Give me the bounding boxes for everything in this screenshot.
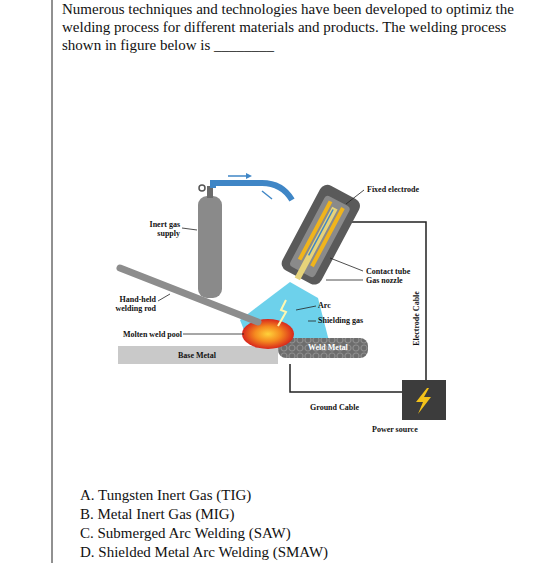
part-label: Power source: [372, 425, 418, 434]
leader-line: [182, 228, 197, 230]
gas-cylinder: [198, 196, 222, 298]
leader-line: [346, 190, 364, 204]
ground-cable: [290, 364, 402, 392]
answer-option: B. Metal Inert Gas (MIG): [80, 505, 235, 524]
part-label: Ground Cable: [310, 403, 359, 412]
part-label: Electrode Cable: [411, 291, 420, 346]
margin-line: [52, 0, 53, 563]
gas-flow: [309, 210, 333, 256]
part-label: Molten weld pool: [100, 330, 182, 339]
arc: [278, 300, 286, 326]
weld-bead: [278, 338, 368, 358]
molten-pool: [242, 319, 294, 349]
lightning-symbol: [416, 388, 431, 414]
part-label: Gas nozzle: [366, 276, 403, 285]
leader-line: [158, 294, 170, 301]
base-metal: [118, 346, 278, 364]
answer-option: C. Submerged Arc Welding (SAW): [80, 524, 291, 543]
leader-line: [326, 280, 363, 281]
electrode-cable: [352, 222, 426, 382]
question-text: Numerous techniques and technologies hav…: [62, 0, 530, 54]
leader-line: [296, 306, 316, 310]
answer-option: D. Shielded Metal Arc Welding (SMAW): [80, 543, 328, 562]
gas-hose: [213, 183, 292, 200]
part-label: Fixed electrode: [367, 185, 419, 194]
part-label: Base Metal: [178, 351, 216, 360]
leader-line: [308, 321, 316, 322]
flow-arrowhead: [246, 173, 252, 179]
answer-option: A. Tungsten Inert Gas (TIG): [80, 486, 251, 505]
electrode: [295, 207, 338, 280]
part-label: Contact tube: [366, 267, 410, 276]
torch-body: [279, 182, 363, 287]
part-label: Shielding gas: [318, 316, 363, 325]
valve-knob: [199, 185, 205, 191]
part-label: Inert gas supply: [132, 220, 180, 238]
part-label: Hand-held welding rod: [104, 295, 156, 313]
leader-line: [330, 258, 363, 271]
flow-arrow: [262, 191, 272, 199]
flow-arrow: [228, 175, 246, 177]
power-source: [402, 380, 446, 420]
leader-line: [183, 334, 244, 335]
part-label: Arc: [318, 301, 331, 310]
part-label: Weld Metal: [308, 343, 348, 352]
